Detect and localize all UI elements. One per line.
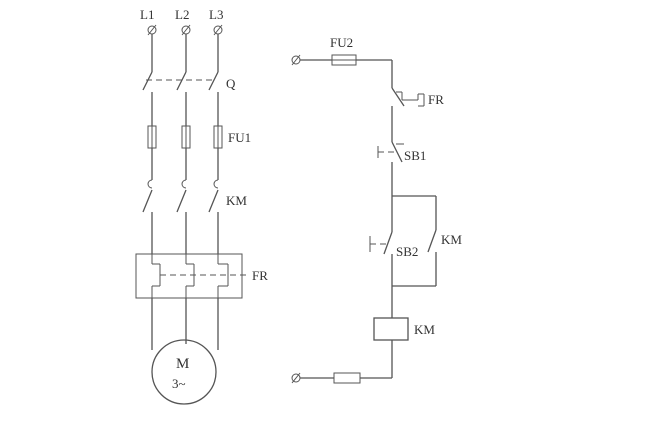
fuse-label-fu2: FU2 (330, 35, 353, 50)
aux-contact-km (427, 226, 437, 286)
fuse-fu2 (331, 54, 357, 66)
phase-label-l2: L2 (175, 7, 189, 22)
stop-button-label-sb1: SB1 (404, 148, 426, 163)
fuse-label-fu1: FU1 (228, 130, 251, 145)
stop-button-sb1 (377, 141, 404, 196)
control-terminal-bottom (291, 372, 301, 384)
control-terminal-top (291, 54, 301, 66)
relay-label-fr-main: FR (252, 268, 268, 283)
terminal-l3 (213, 24, 223, 36)
fuse-fu1 (147, 125, 223, 149)
bottom-terminal-block (333, 372, 361, 384)
motor-name: M (176, 356, 189, 372)
contactor-km-main (142, 179, 219, 254)
contactor-label-km: KM (226, 193, 247, 208)
relay-contact-fr (391, 82, 425, 118)
main-circuit: L1 L2 L3 Q (135, 7, 268, 405)
terminal-l1 (147, 24, 157, 36)
contactor-coil-km (373, 317, 409, 341)
motor-m: M 3~ (151, 339, 217, 405)
start-button-label-sb2: SB2 (396, 244, 418, 259)
disconnect-switch-q (142, 71, 219, 110)
thermal-relay-fr (135, 253, 248, 299)
switch-label-q: Q (226, 76, 236, 91)
start-button-sb2 (369, 226, 393, 286)
aux-contact-label-km: KM (441, 232, 462, 247)
coil-label-km: KM (414, 322, 435, 337)
terminal-l2 (181, 24, 191, 36)
phase-label-l1: L1 (140, 7, 154, 22)
motor-phases: 3~ (172, 376, 186, 391)
relay-contact-label-fr: FR (428, 92, 444, 107)
phase-label-l3: L3 (209, 7, 223, 22)
control-circuit: FU2 FR SB1 (291, 35, 462, 384)
